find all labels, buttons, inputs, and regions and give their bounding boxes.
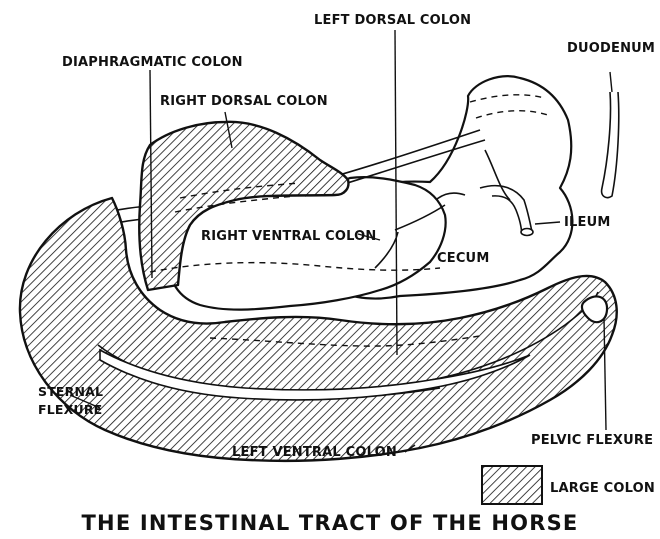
leader-duodenum: [610, 72, 612, 92]
legend-label: LARGE COLON: [550, 481, 655, 496]
label-ileum: ILEUM: [564, 215, 611, 230]
label-right-dorsal-colon: RIGHT DORSAL COLON: [160, 94, 328, 109]
label-right-ventral-colon: RIGHT VENTRAL COLON: [201, 229, 377, 244]
legend-swatch: [482, 466, 542, 504]
label-sternal-flexure-line1: STERNAL: [38, 384, 103, 399]
ileum-end: [521, 229, 533, 236]
label-left-dorsal-colon: LEFT DORSAL COLON: [314, 13, 471, 28]
label-diaphragmatic-colon: DIAPHRAGMATIC COLON: [62, 55, 243, 70]
label-duodenum: DUODENUM: [567, 41, 655, 56]
label-pelvic-flexure: PELVIC FLEXURE: [531, 433, 653, 448]
duodenum-tube: [602, 92, 619, 198]
label-left-ventral-colon: LEFT VENTRAL COLON: [232, 445, 397, 460]
label-sternal-flexure-line2: FLEXURE: [38, 402, 102, 417]
label-cecum: CECUM: [437, 251, 489, 266]
figure-title: THE INTESTINAL TRACT OF THE HORSE: [82, 511, 579, 535]
